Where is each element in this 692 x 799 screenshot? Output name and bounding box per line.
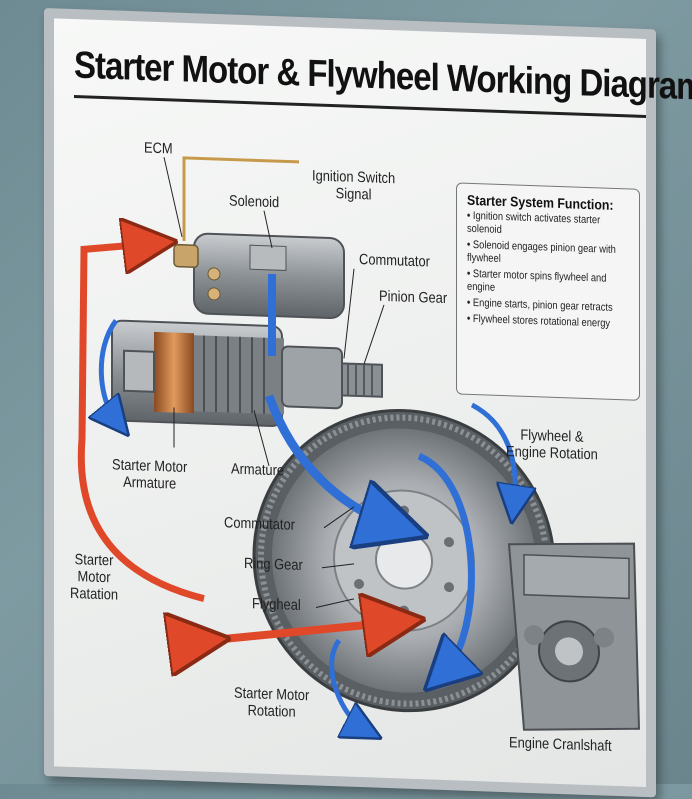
function-item: Starter motor spins flywheel and engine: [467, 268, 637, 300]
flywheel-label: Flygheal: [252, 595, 301, 614]
starter-motor-ratation-label: Starter Motor Ratation: [70, 551, 118, 604]
ignition-label-line1: Ignition Switch: [312, 167, 396, 188]
starter-motor-rotation-label: Starter Motor Rotation: [234, 685, 309, 722]
ignition-wire: [182, 156, 299, 241]
function-item: Solenoid engages pinion gear with flywhe…: [467, 239, 637, 271]
solenoid-graphic: [173, 232, 345, 319]
ring-gear-label: Ring Gear: [244, 554, 303, 575]
commutator-mid-label: Commutator: [224, 514, 295, 534]
starter-motor-ratation-line2: Motor: [77, 568, 111, 587]
flywheel-engine-rotation-line2: Engine Rotation: [506, 443, 598, 464]
blue-arrow-drive-to-flywheel: [264, 394, 394, 525]
starter-motor-rotation-line2: Rotation: [247, 702, 296, 721]
ignition-switch-signal-label: Ignition Switch Signal: [312, 167, 395, 204]
function-item: Flywheel stores rotational energy: [467, 313, 637, 332]
starter-system-function-box: Starter System Function: Ignition switch…: [456, 182, 640, 401]
whiteboard-frame: Starter Motor & Flywheel Working Diagram: [44, 8, 692, 798]
pinion-gear-label: Pinion Gear: [379, 287, 448, 308]
starter-motor-ratation-line1: Starter: [74, 551, 114, 570]
engine-crankshaft-label: Engine Cranlshaft: [509, 734, 612, 755]
starter-motor-armature-label: Starter Motor Armature: [112, 456, 187, 493]
starter-motor-rotation-line1: Starter Motor: [234, 684, 310, 705]
blue-arrow-starter-rotation: [329, 638, 364, 729]
solenoid-label: Solenoid: [229, 192, 280, 212]
starter-motor-armature-line2: Armature: [123, 473, 177, 493]
blue-arrow-armature-rotation: [101, 318, 116, 421]
whiteboard-surface: Starter Motor & Flywheel Working Diagram: [54, 18, 692, 788]
ecm-label: ECM: [144, 139, 173, 158]
function-list: Ignition switch activates starter soleno…: [457, 209, 639, 331]
blue-arrow-flywheel-rotation: [417, 452, 471, 673]
diagram-illustration: [77, 156, 641, 787]
starter-motor-ratation-line3: Ratation: [70, 584, 119, 604]
flywheel-engine-rotation-label: Flywheel & Engine Rotation: [506, 426, 598, 464]
blue-arrow-engine-rotation: [470, 402, 515, 505]
function-item: Ignition switch activates starter soleno…: [467, 210, 637, 242]
starter-motor-graphic: [111, 319, 383, 427]
armature-label: Armature: [231, 460, 285, 480]
red-arrow-power-loop: [77, 241, 205, 602]
ignition-label-line2: Signal: [335, 185, 372, 204]
engine-block-graphic: [507, 542, 641, 731]
red-arrow-starter-to-flywheel: [199, 615, 394, 648]
commutator-top-label: Commutator: [359, 251, 430, 271]
